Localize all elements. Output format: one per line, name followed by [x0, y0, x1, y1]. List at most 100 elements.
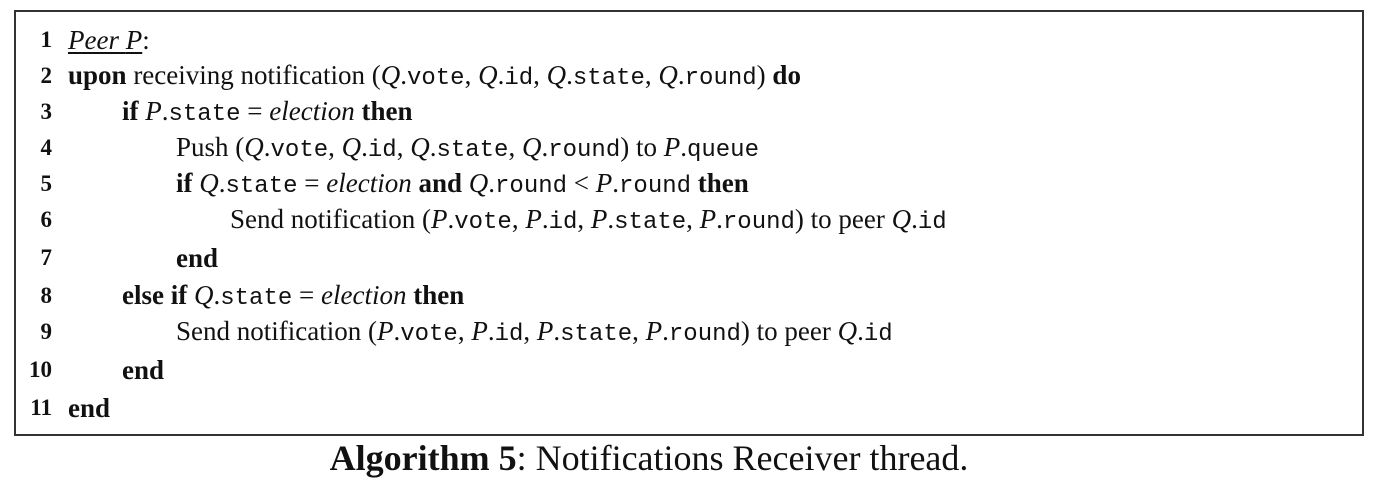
- code-token: Q: [193, 280, 214, 310]
- code-token: ,: [523, 316, 537, 346]
- code-token: .: [541, 132, 549, 162]
- caption-text: : Notifications Receiver thread.: [516, 438, 969, 478]
- code-token: state: [614, 209, 687, 236]
- code-token: ,: [644, 60, 659, 90]
- line-content: end: [176, 243, 218, 274]
- code-token: .: [361, 132, 368, 162]
- code-token: .: [680, 132, 687, 162]
- algorithm-line: 7 end: [16, 240, 219, 276]
- code-token: P: [471, 316, 488, 346]
- code-token: Q: [380, 60, 401, 90]
- code-token: ,: [511, 204, 526, 234]
- code-token: ,: [457, 316, 472, 346]
- code-token: then: [413, 280, 465, 310]
- code-token: =: [297, 168, 327, 198]
- code-token: .: [566, 60, 573, 90]
- code-token: ,: [508, 132, 522, 162]
- code-token: :: [142, 24, 150, 55]
- code-token: state: [225, 173, 298, 200]
- line-content: if P.state = election then: [122, 96, 412, 128]
- code-token: end: [176, 242, 219, 273]
- algorithm-line: 3 if P.state = election then: [16, 94, 413, 130]
- code-token: election: [269, 96, 355, 126]
- code-token: round: [548, 137, 621, 164]
- line-number: 8: [40, 283, 53, 308]
- code-token: P: [595, 168, 613, 198]
- code-token: vote: [454, 209, 512, 236]
- code-token: [187, 280, 194, 310]
- code-token: .: [429, 132, 437, 162]
- code-token: id: [494, 321, 524, 348]
- code-token: .: [263, 132, 271, 162]
- code-token: round: [684, 65, 757, 92]
- code-token: election: [326, 168, 412, 198]
- code-token: .: [716, 204, 723, 234]
- code-token: Send notification (: [176, 316, 377, 346]
- code-token: id: [548, 209, 578, 236]
- code-token: Q: [658, 60, 678, 90]
- code-token: .: [487, 316, 495, 346]
- line-content: else if Q.state = election then: [122, 280, 464, 312]
- code-token: <: [567, 168, 596, 198]
- code-token: round: [619, 173, 692, 200]
- line-number: 2: [40, 63, 53, 88]
- code-token: if: [122, 96, 139, 126]
- code-token: Send notification (: [230, 204, 431, 234]
- code-token: Q: [199, 168, 219, 198]
- code-token: state: [168, 101, 241, 128]
- code-token: id: [504, 65, 534, 92]
- code-token: state: [220, 285, 293, 312]
- code-token: ) to: [620, 132, 664, 162]
- line-number: 9: [40, 319, 53, 344]
- code-token: end: [122, 354, 165, 385]
- line-number: 3: [40, 99, 53, 124]
- code-token: state: [436, 137, 509, 164]
- line-content: Send notification (P.vote, P.id, P.state…: [230, 204, 947, 236]
- line-number: 11: [30, 395, 52, 420]
- line-number: 10: [29, 357, 52, 382]
- code-token: Q: [891, 204, 912, 234]
- code-token: .: [213, 280, 221, 310]
- code-token: state: [572, 65, 645, 92]
- code-token: ): [756, 60, 773, 90]
- code-token: .: [400, 60, 407, 90]
- code-token: vote: [270, 137, 329, 164]
- code-token: and: [418, 168, 463, 198]
- code-token: Q: [546, 60, 567, 90]
- code-token: ,: [686, 204, 700, 234]
- line-number: 7: [40, 245, 53, 270]
- code-token: Q: [410, 132, 430, 162]
- code-token: .: [677, 60, 685, 90]
- line-content: Send notification (P.vote, P.id, P.state…: [176, 316, 893, 348]
- code-token: ,: [632, 316, 646, 346]
- algorithm-line: 10 end: [16, 352, 164, 388]
- code-token: do: [772, 60, 801, 90]
- code-token: ) to peer: [740, 316, 838, 346]
- code-token: upon: [68, 60, 127, 90]
- code-token: Peer: [68, 24, 119, 55]
- line-content: if Q.state = election and Q.round < P.ro…: [176, 168, 749, 200]
- code-token: .: [911, 204, 918, 234]
- algorithm-line: 8 else if Q.state = election then: [16, 278, 465, 314]
- code-token: Push (: [176, 132, 245, 162]
- code-token: Q: [478, 60, 498, 90]
- code-token: round: [668, 321, 741, 348]
- code-token: [119, 25, 126, 55]
- code-token: .: [662, 316, 669, 346]
- code-token: .: [857, 316, 864, 346]
- code-token: [691, 168, 698, 198]
- code-token: Q: [468, 168, 489, 198]
- code-token: .: [607, 204, 615, 234]
- line-number: 6: [40, 207, 53, 232]
- code-token: receiving notification (: [126, 60, 381, 90]
- line-number: 4: [40, 135, 53, 160]
- code-token: ,: [396, 132, 411, 162]
- code-token: round: [495, 173, 568, 200]
- code-token: round: [722, 209, 795, 236]
- code-token: [462, 168, 469, 198]
